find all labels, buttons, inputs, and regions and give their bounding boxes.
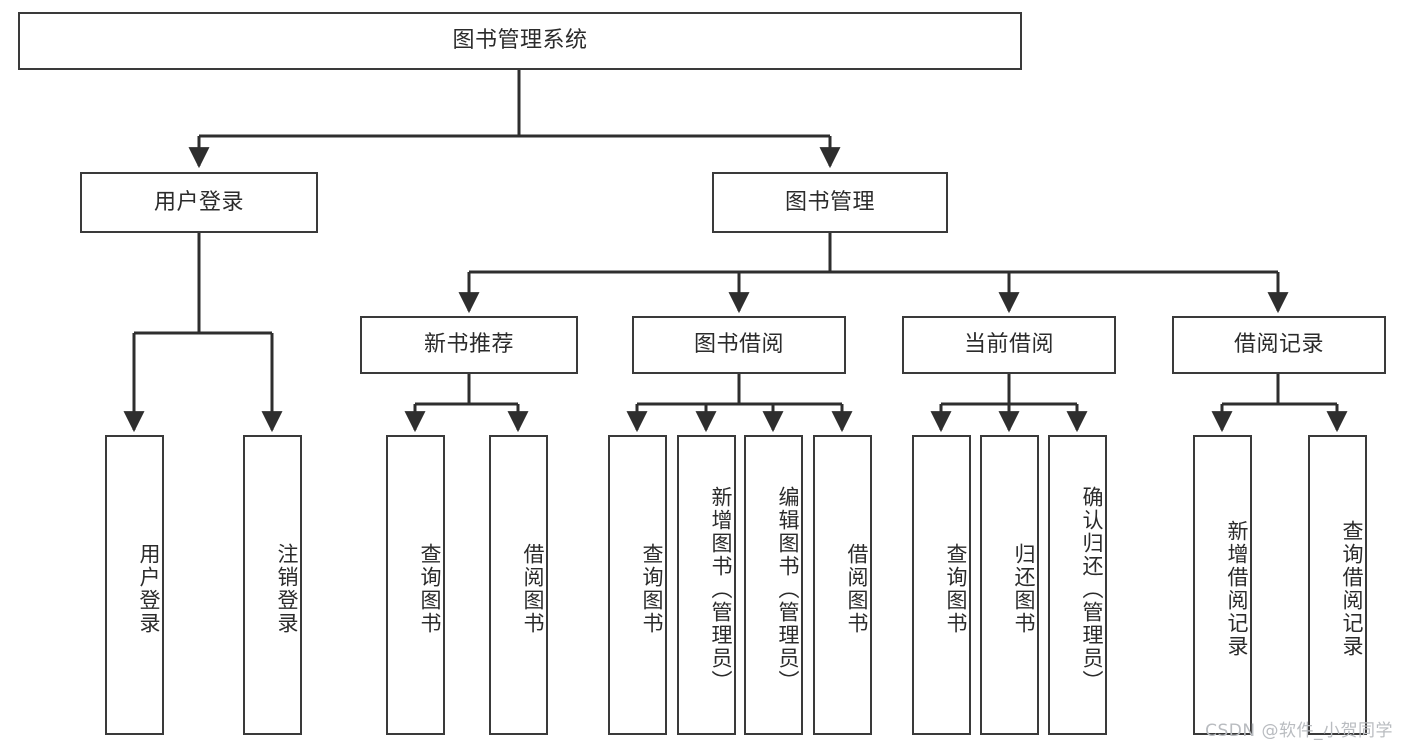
leaf-query-book-recommendation[interactable]: 查询图书 [386, 435, 445, 735]
leaf-user-login[interactable]: 用户登录 [105, 435, 164, 735]
leaf-user-logout[interactable]: 注销登录 [243, 435, 302, 735]
leaf-add-book-admin[interactable]: 新增图书（管理员） [677, 435, 736, 735]
watermark-text: CSDN @软件_小贺同学 [1205, 721, 1393, 741]
node-label: 图书借阅 [693, 332, 784, 358]
leaf-return-book[interactable]: 归还图书 [980, 435, 1039, 735]
node-label: 新增图书（管理员） [709, 485, 733, 693]
node-label: 图书管理 [784, 189, 875, 215]
leaf-confirm-return-admin[interactable]: 确认归还（管理员） [1048, 435, 1107, 735]
node-label: 注销登录 [275, 543, 299, 635]
leaf-query-book-current[interactable]: 查询图书 [912, 435, 971, 735]
leaf-add-borrow-record[interactable]: 新增借阅记录 [1193, 435, 1252, 735]
node-user-login[interactable]: 用户登录 [80, 172, 318, 233]
node-label: 查询借阅记录 [1340, 520, 1364, 658]
node-label: 确认归还（管理员） [1080, 485, 1104, 693]
node-label: 借阅记录 [1233, 332, 1324, 358]
node-label: 归还图书 [1012, 543, 1036, 635]
node-label: 查询图书 [418, 543, 442, 635]
node-label: 当前借阅 [963, 332, 1054, 358]
node-label: 新增借阅记录 [1225, 520, 1249, 658]
node-label: 图书管理系统 [452, 28, 588, 54]
node-borrow-record[interactable]: 借阅记录 [1172, 316, 1386, 374]
leaf-edit-book-admin[interactable]: 编辑图书（管理员） [744, 435, 803, 735]
node-new-book-recommendation[interactable]: 新书推荐 [360, 316, 578, 374]
node-label: 借阅图书 [845, 543, 869, 635]
node-book-management[interactable]: 图书管理 [712, 172, 948, 233]
node-label: 用户登录 [137, 543, 161, 635]
leaf-query-book-borrow[interactable]: 查询图书 [608, 435, 667, 735]
leaf-query-borrow-record[interactable]: 查询借阅记录 [1308, 435, 1367, 735]
node-book-borrow[interactable]: 图书借阅 [632, 316, 846, 374]
node-label: 用户登录 [153, 189, 244, 215]
leaf-borrow-book-recommendation[interactable]: 借阅图书 [489, 435, 548, 735]
node-label: 编辑图书（管理员） [776, 485, 800, 693]
node-label: 查询图书 [640, 543, 664, 635]
node-label: 查询图书 [944, 543, 968, 635]
node-label: 新书推荐 [423, 332, 514, 358]
node-current-borrow[interactable]: 当前借阅 [902, 316, 1116, 374]
node-root-book-management-system[interactable]: 图书管理系统 [18, 12, 1022, 70]
leaf-borrow-book[interactable]: 借阅图书 [813, 435, 872, 735]
node-label: 借阅图书 [521, 543, 545, 635]
